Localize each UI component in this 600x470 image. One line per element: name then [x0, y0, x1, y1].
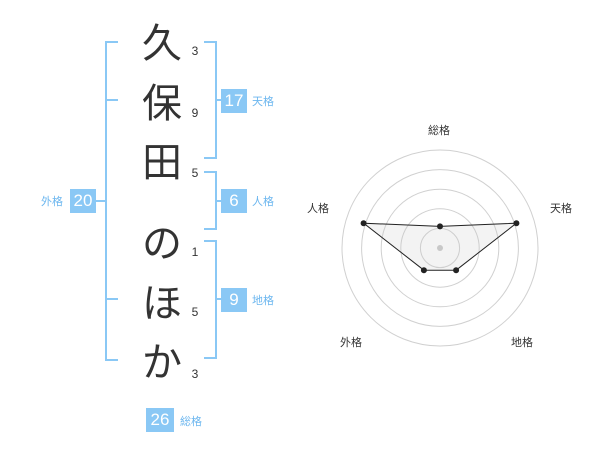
radar-label-chikaku: 地格 [511, 336, 533, 349]
radar-point-gaikaku [420, 267, 427, 274]
radar-ring-3 [380, 188, 500, 308]
name-char-5: ほ [142, 281, 182, 327]
stroke-count-2: 9 [191, 106, 199, 120]
soukaku-label: 総格 [180, 415, 202, 428]
tenkaku-label: 天格 [252, 95, 274, 108]
stroke-count-4: 1 [191, 245, 199, 259]
jinkaku-label: 人格 [252, 195, 274, 208]
radar-point-jinkaku [360, 220, 367, 227]
stroke-count-1: 3 [191, 44, 199, 58]
radar-label-jinkaku: 人格 [307, 202, 329, 215]
chikaku-value: 9 [221, 288, 247, 312]
jinkaku-value: 6 [221, 189, 247, 213]
radar-label-tenkaku: 天格 [550, 202, 572, 215]
stroke-count-5: 5 [191, 305, 199, 319]
radar-label-gaikaku: 外格 [340, 336, 362, 349]
name-char-2: 保 [142, 81, 182, 127]
radar-ring-2 [361, 169, 519, 327]
radar-point-soukaku [437, 223, 443, 230]
radar-polygon [362, 222, 518, 271]
name-char-1: 久 [142, 21, 182, 67]
tenkaku-value: 17 [221, 89, 247, 113]
soukaku-value: 26 [146, 408, 174, 432]
radar-ring-4 [400, 208, 480, 288]
stroke-count-3: 5 [191, 166, 199, 180]
name-char-4: の [142, 221, 182, 267]
radar-ring-1 [341, 149, 539, 347]
radar-center-dot [437, 245, 443, 251]
stroke-count-6: 3 [191, 367, 199, 381]
radar-point-chikaku [453, 267, 460, 274]
radar-label-soukaku: 総格 [428, 124, 450, 137]
chikaku-label: 地格 [252, 294, 274, 307]
gaikaku-value: 20 [70, 189, 96, 213]
name-char-3: 田 [142, 140, 182, 186]
name-char-6: か [142, 340, 182, 386]
radar-point-tenkaku [513, 220, 520, 227]
gaikaku-label: 外格 [41, 195, 63, 208]
